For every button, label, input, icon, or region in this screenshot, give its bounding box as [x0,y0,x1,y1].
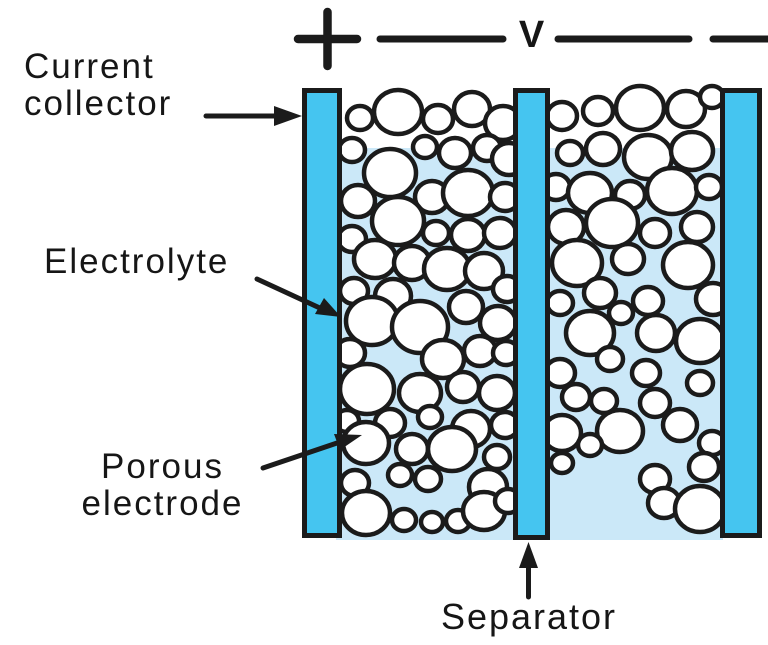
electrolyte-label: Electrolyte [44,242,230,281]
electrode-particle [339,488,393,538]
electrode-particle [336,135,368,165]
voltage-label: V [518,14,546,56]
electrode-particle [629,357,663,389]
current-collector-arrow [203,106,302,126]
electrode-particle [436,135,474,171]
electrode-particle [664,88,708,130]
porous-electrode-label-line1: Porous [101,447,224,486]
electrode-particle [448,216,488,254]
porous-electrode-label-line2: electrode [81,484,244,523]
electrode-particle [613,83,667,133]
electrode-particle [389,506,419,534]
electrode-particle [418,509,446,535]
electrode-particle [637,386,673,420]
electrode-particle [420,218,452,248]
separator-arrow [519,542,538,600]
current-collector-label-line1: Current [24,47,155,86]
separator-label: Separator [440,596,618,637]
electrode-particle [446,288,486,326]
current-collector-label: Current collector [24,48,172,122]
electrode-particle [351,237,399,281]
electrode-particle [673,316,727,366]
electrode-particle [668,129,716,173]
electrode-particle [563,308,617,358]
electrode-particle [544,99,580,133]
electrode-particle [575,431,605,459]
electrode-particle [686,450,722,484]
separator-bar [513,88,550,540]
right-current-collector-bar [720,88,762,538]
electrode-particle [338,182,378,220]
electrode-particle [644,165,700,217]
electrode-particle [415,403,445,431]
electrode-particle [412,464,444,494]
electrode-particle [476,373,518,413]
electrode-particle [606,299,636,327]
electrode-particle [693,172,725,202]
electrode-particle [594,407,646,455]
electrode-particle [559,381,593,413]
electrode-particle [481,442,513,472]
electrode-particle [583,196,641,250]
electrode-particle [444,369,482,405]
electrode-particle [660,406,700,444]
electrode-particle [580,94,616,128]
electrode-particle [371,87,425,137]
electrode-particle [581,275,619,311]
electrode-particle [440,167,496,219]
electrode-particle [544,288,576,318]
electrode-particle [583,130,623,168]
electrode-particle [410,133,440,161]
porous-electrode-arrow [260,434,362,471]
electrolyte-arrow [254,276,341,317]
electrode-particle [637,216,673,250]
electrode-particle [385,461,415,489]
electrode-particle [425,424,479,474]
electrode-particle [462,250,506,292]
electrode-particle [548,450,576,476]
electrode-particle [594,344,626,374]
electrode-particle [634,312,678,354]
electrode-particle [337,361,397,417]
electrode-particle [630,284,666,318]
porous-electrode-right [539,83,733,535]
porous-electrode-label: Porous electrode [55,448,270,522]
electrode-particle [609,241,647,277]
electrode-particle [672,483,728,535]
electrode-particle [554,138,586,168]
electrode-particle [420,102,456,136]
electrode-particle [393,431,431,467]
current-collector-label-line2: collector [24,84,173,123]
electrode-particle [481,215,519,251]
electrode-particle [549,237,605,289]
electrode-particle [660,239,716,291]
electrode-particle [678,209,716,245]
electrode-particle [344,103,376,133]
positive-terminal-icon [293,7,362,71]
electrode-particle [369,194,427,248]
electrode-particle [684,368,716,398]
